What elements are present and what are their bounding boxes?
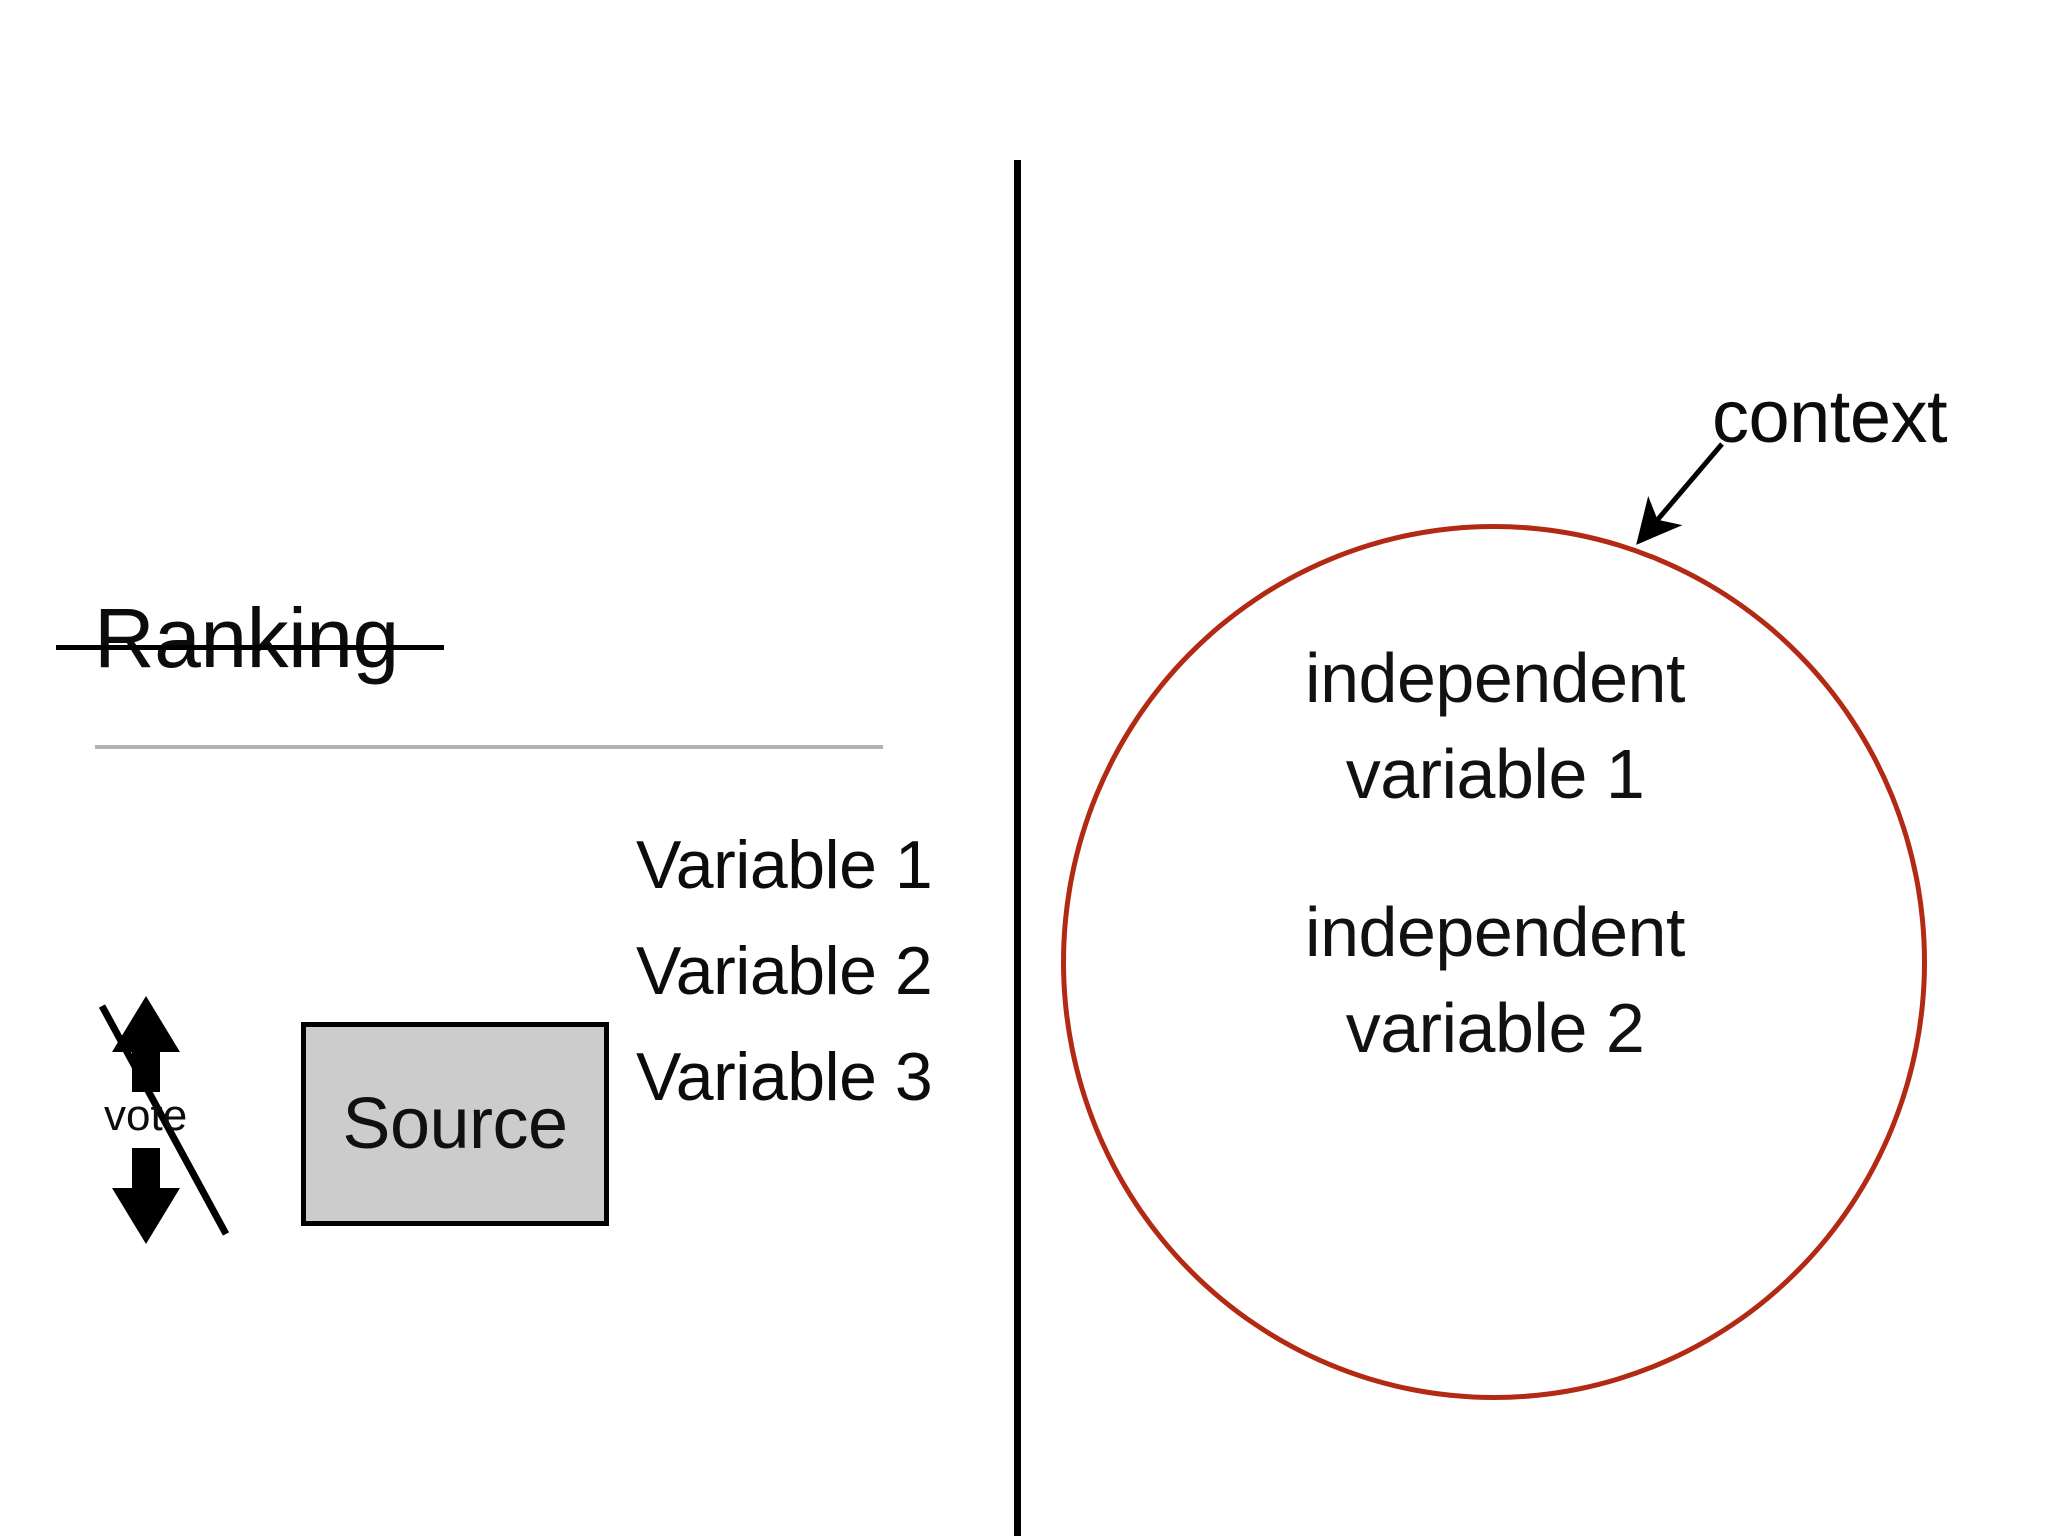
- independent-variable-1-line-2: variable 1: [1345, 735, 1645, 813]
- independent-variable-2-line-1: independent: [1305, 893, 1685, 971]
- strikethrough-line: [56, 645, 444, 650]
- list-item: Variable 1: [636, 827, 933, 903]
- list-item: Variable 3: [636, 1039, 933, 1115]
- arrow-up-icon: [112, 996, 180, 1092]
- vote-arrows-and-slash-icon: [98, 996, 230, 1244]
- content-spacer: [1140, 822, 1850, 884]
- list-item: Variable 2: [636, 933, 933, 1009]
- context-circle: [1061, 524, 1927, 1400]
- vote-label: vote: [104, 1091, 188, 1140]
- variables-list: Variable 1 Variable 2 Variable 3: [636, 812, 1016, 1130]
- independent-variable-1-line-1: independent: [1305, 639, 1685, 717]
- horizontal-rule: [95, 745, 883, 749]
- arrow-down-left-icon: [1636, 442, 1724, 545]
- context-annotation-label: context: [1712, 375, 1948, 458]
- source-node[interactable]: Source: [301, 1022, 609, 1226]
- page-title: Ranking: [94, 591, 399, 685]
- source-node-label: Source: [342, 1084, 568, 1164]
- independent-variable-2-line-2: variable 2: [1345, 989, 1645, 1067]
- context-circle-content: independent variable 1 independent varia…: [1140, 630, 1850, 1076]
- panel-divider: [1014, 160, 1021, 1536]
- crossed-heading-group: Ranking: [56, 588, 476, 708]
- arrow-down-icon: [112, 1148, 180, 1244]
- vote-control-group: vote: [96, 990, 316, 1250]
- cross-out-slash: [98, 1004, 230, 1236]
